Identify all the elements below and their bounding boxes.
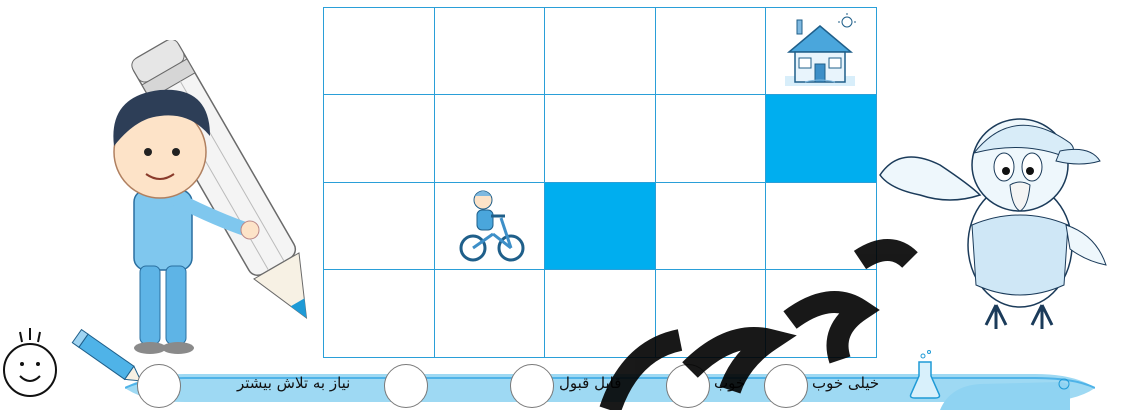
grid-cell-r2-c4[interactable] xyxy=(765,182,877,271)
grid-cell-r1-c3[interactable] xyxy=(655,94,767,183)
rating-option-extra-circle[interactable] xyxy=(137,364,181,408)
flask-icon xyxy=(905,350,945,400)
grid-cell-r2-c0[interactable] xyxy=(323,182,435,271)
grid-cell-r3-c1[interactable] xyxy=(434,269,546,358)
rating-option-needs-effort-label: نیاز به تلاش بیشتر xyxy=(237,374,350,392)
rating-option-acceptable-label: قابل قبول xyxy=(559,374,621,392)
parrot-icon xyxy=(870,105,1120,345)
grid-cell-r1-c4[interactable] xyxy=(765,94,877,183)
grid-cell-r3-c4[interactable] xyxy=(765,269,877,358)
grid-cell-r1-c1[interactable] xyxy=(434,94,546,183)
rating-option-acceptable-circle[interactable] xyxy=(510,364,554,408)
bike-rider-icon xyxy=(455,186,530,268)
grid-cell-r3-c3[interactable] xyxy=(655,269,767,358)
grid-cell-r0-c3[interactable] xyxy=(655,7,767,96)
rating-option-good-label: خوب xyxy=(714,374,745,392)
house-icon xyxy=(775,12,865,90)
grid-cell-r3-c0[interactable] xyxy=(323,269,435,358)
boy-with-pencil-icon xyxy=(78,40,338,360)
grid-cell-r2-c3[interactable] xyxy=(655,182,767,271)
grid-cell-r0-c1[interactable] xyxy=(434,7,546,96)
grid-cell-r0-c2[interactable] xyxy=(544,7,656,96)
grid-cell-r0-c0[interactable] xyxy=(323,7,435,96)
grid-cell-r3-c2[interactable] xyxy=(544,269,656,358)
rating-option-good-circle[interactable] xyxy=(666,364,710,408)
bubble-shape xyxy=(940,376,1070,410)
grid-cell-r1-c2[interactable] xyxy=(544,94,656,183)
rating-option-needs-effort-circle[interactable] xyxy=(384,364,428,408)
grid-cell-r1-c0[interactable] xyxy=(323,94,435,183)
rating-option-very-good-label: خیلی خوب xyxy=(812,374,879,392)
rating-option-very-good-circle[interactable] xyxy=(764,364,808,408)
grid-cell-r2-c2[interactable] xyxy=(544,182,656,271)
